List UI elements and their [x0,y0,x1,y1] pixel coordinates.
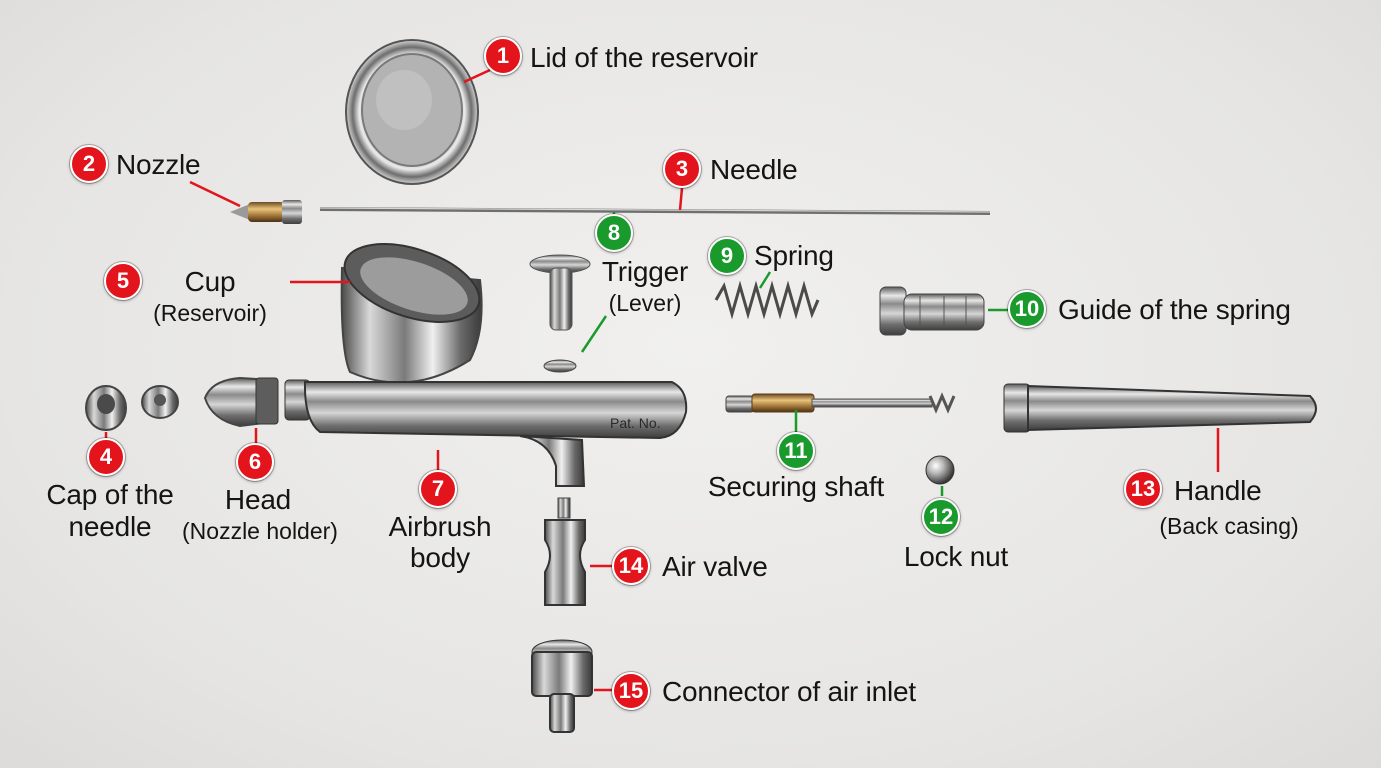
part-number-badge-2: 2 [70,145,108,183]
spring-part [714,280,820,320]
label-lid-of-reservoir: Lid of the reservoir [530,42,758,73]
lock-nut-part [925,455,955,485]
lid-of-reservoir-part [345,39,479,185]
securing-shaft-part [725,392,956,414]
needle-part [319,207,991,215]
label-cup: Cup [184,266,236,297]
part-number-badge-5: 5 [104,262,142,300]
label-spring: Spring [754,240,834,271]
part-number-badge-4: 4 [87,438,125,476]
label-airbrush-body-line2: body [410,542,470,573]
label-connector-of-air-inlet: Connector of air inlet [662,676,916,707]
label-trigger: Trigger [601,256,689,287]
part-number-badge-15: 15 [612,672,650,710]
part-number-badge-11: 11 [777,432,815,470]
air-valve-part [544,497,586,606]
sublabel-head: (Nozzle holder) [182,518,338,544]
label-handle: Handle [1174,475,1262,506]
label-guide-of-spring: Guide of the spring [1058,294,1291,325]
sublabel-cup: (Reservoir) [153,300,267,326]
label-securing-shaft: Securing shaft [707,471,885,502]
head-part [203,376,279,428]
cup-part [340,243,483,384]
part-number-badge-8: 8 [595,214,633,252]
body-engraving: Pat. No. [610,415,661,431]
part-number-badge-9: 9 [708,237,746,275]
airbrush-body-part: Pat. No. [284,359,688,487]
label-head: Head [224,484,292,515]
sublabel-handle: (Back casing) [1159,513,1299,539]
sublabel-trigger: (Lever) [608,290,682,316]
part-number-badge-10: 10 [1008,290,1046,328]
nozzle-part [230,200,302,224]
leader-lines [104,68,1220,692]
part-number-badge-3: 3 [663,150,701,188]
handle-part [1003,383,1317,433]
label-cap-of-needle-line2: needle [68,511,152,542]
part-number-badge-6: 6 [236,443,274,481]
part-number-badge-12: 12 [922,498,960,536]
label-air-valve: Air valve [662,551,768,582]
small-cap-part [141,385,179,419]
label-airbrush-body: Airbrush [388,511,492,542]
part-number-badge-13: 13 [1124,470,1162,508]
part-number-badge-14: 14 [612,547,650,585]
trigger-part [529,254,591,331]
label-cap-of-needle: Cap of the [46,479,174,510]
cap-of-needle-part [85,385,127,431]
label-lock-nut: Lock nut [903,541,1009,572]
part-number-badge-1: 1 [484,37,522,75]
label-needle: Needle [710,154,798,185]
label-nozzle: Nozzle [116,149,201,180]
connector-of-air-inlet-part [531,639,593,733]
guide-of-spring-part [879,286,985,336]
part-number-badge-7: 7 [419,470,457,508]
